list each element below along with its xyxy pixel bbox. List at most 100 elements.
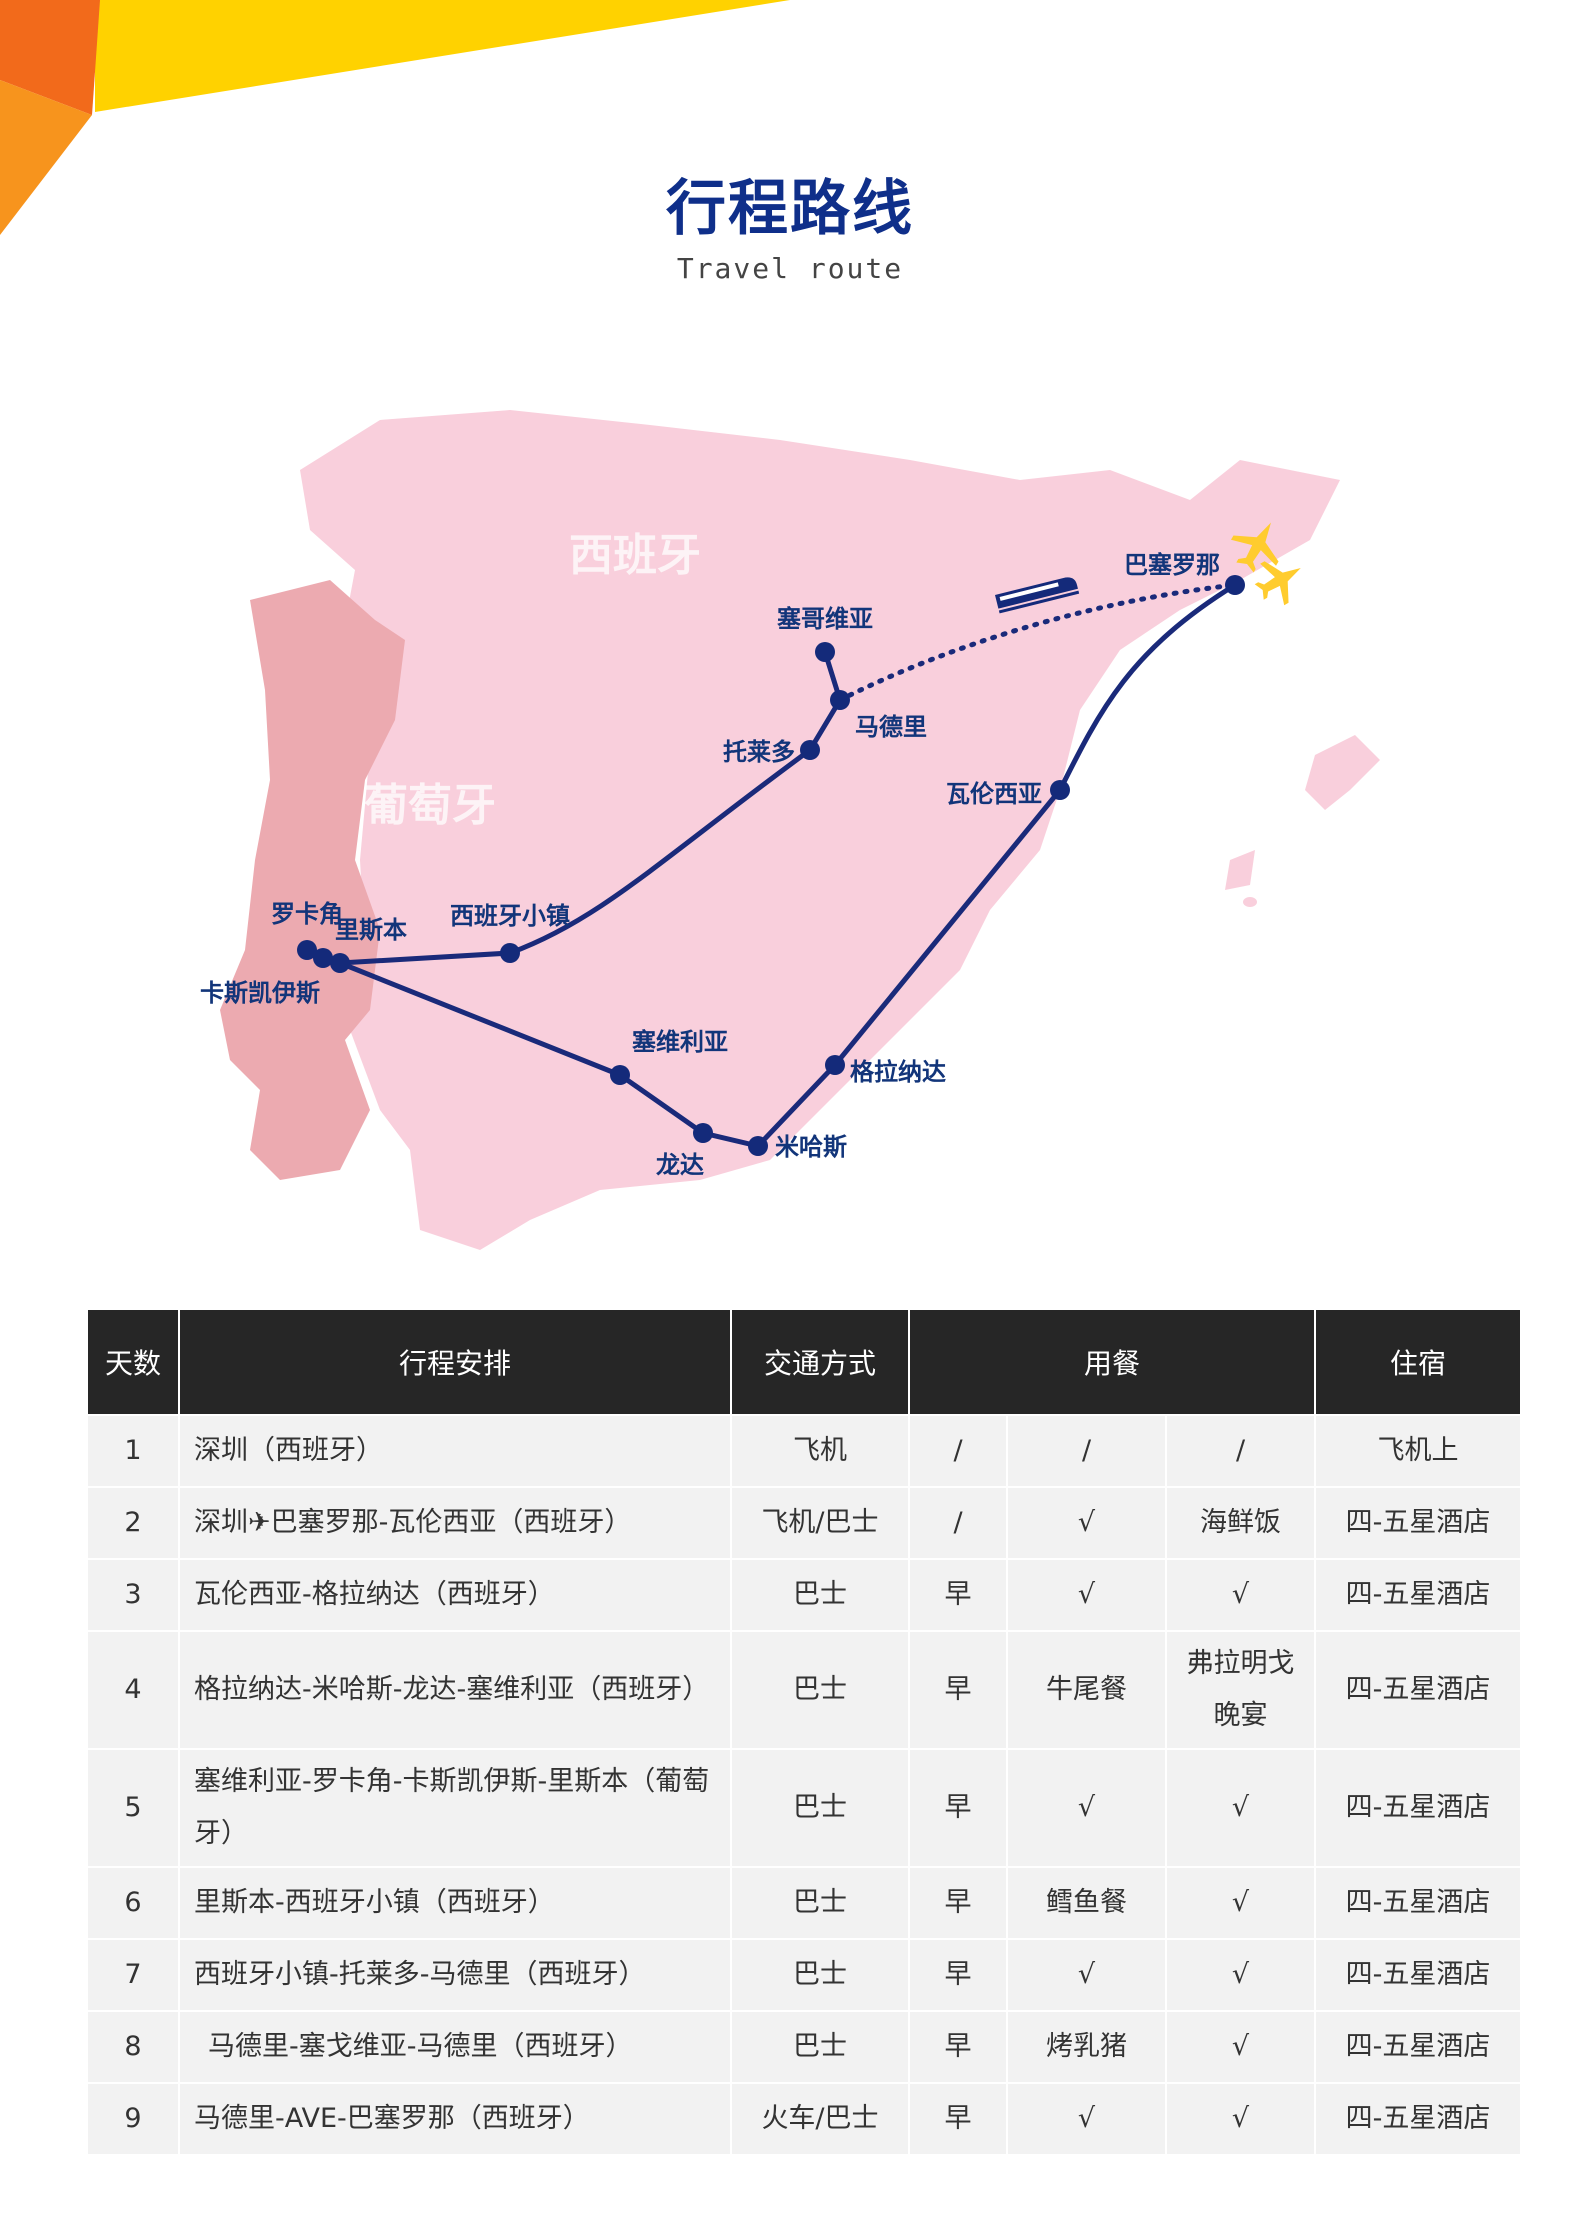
- ibiza-shape: [1225, 850, 1255, 890]
- cell-hotel: 四-五星酒店: [1314, 1938, 1523, 2012]
- city-dot-madrid: [830, 690, 850, 710]
- city-label-valencia: 瓦伦西亚: [946, 780, 1042, 808]
- cell-dinner: /: [1164, 1414, 1317, 1488]
- cell-dinner: √: [1164, 2082, 1317, 2156]
- cell-lunch: √: [1006, 1748, 1167, 1868]
- city-label-cascais: 卡斯凯伊斯: [200, 979, 320, 1007]
- city-dot-barcelona: [1225, 575, 1245, 595]
- cell-lunch: √: [1006, 1486, 1167, 1560]
- cell-breakfast: 早: [908, 2082, 1008, 2156]
- cell-route: 深圳（西班牙）: [178, 1414, 732, 1488]
- cell-transport: 巴士: [730, 1558, 910, 1632]
- cell-route: 马德里-塞戈维亚-马德里（西班牙）: [178, 2010, 732, 2084]
- table-row: 6 里斯本-西班牙小镇（西班牙） 巴士 早 鳕鱼餐 √ 四-五星酒店: [86, 1866, 1523, 1940]
- page-title: 行程路线: [666, 174, 914, 244]
- cell-dinner: 弗拉明戈晚宴: [1164, 1630, 1317, 1750]
- itinerary-table: 天数 行程安排 交通方式 用餐 住宿 1 深圳（西班牙） 飞机 / / / 飞机…: [86, 1308, 1523, 2156]
- city-dot-seville: [610, 1065, 630, 1085]
- cell-transport: 巴士: [730, 1630, 910, 1750]
- city-label-lisbon: 里斯本: [335, 916, 407, 944]
- cell-day: 7: [86, 1938, 180, 2012]
- cell-hotel: 四-五星酒店: [1314, 1558, 1523, 1632]
- city-label-segovia: 塞哥维亚: [777, 605, 873, 633]
- cell-dinner: √: [1164, 1938, 1317, 2012]
- city-label-barcelona: 巴塞罗那: [1124, 551, 1220, 579]
- city-label-village: 西班牙小镇: [450, 902, 570, 930]
- table-row: 5 塞维利亚-罗卡角-卡斯凯伊斯-里斯本（葡萄牙） 巴士 早 √ √ 四-五星酒…: [86, 1748, 1523, 1868]
- cell-lunch: √: [1006, 1938, 1167, 2012]
- city-dot-toledo: [800, 740, 820, 760]
- cell-hotel: 四-五星酒店: [1314, 2010, 1523, 2084]
- cell-lunch: /: [1006, 1414, 1167, 1488]
- orange-triangle: [0, 0, 100, 115]
- yellow-stripe: [95, 0, 790, 112]
- table-row: 8 马德里-塞戈维亚-马德里（西班牙） 巴士 早 烤乳猪 √ 四-五星酒店: [86, 2010, 1523, 2084]
- table-row: 9 马德里-AVE-巴塞罗那（西班牙） 火车/巴士 早 √ √ 四-五星酒店: [86, 2082, 1523, 2156]
- cell-route: 深圳✈巴塞罗那-瓦伦西亚（西班牙）: [178, 1486, 732, 1560]
- cell-breakfast: 早: [908, 1748, 1008, 1868]
- cell-hotel: 四-五星酒店: [1314, 1486, 1523, 1560]
- cell-route: 西班牙小镇-托莱多-马德里（西班牙）: [178, 1938, 732, 2012]
- mallorca-shape: [1305, 735, 1380, 810]
- spain-shape: [300, 410, 1340, 1250]
- plane-icon: [1230, 522, 1279, 573]
- cell-breakfast: /: [908, 1414, 1008, 1488]
- city-dot-ronda: [693, 1123, 713, 1143]
- cell-day: 1: [86, 1414, 180, 1488]
- cell-day: 5: [86, 1748, 180, 1868]
- city-dot-mijas: [748, 1136, 768, 1156]
- city-dot-lisbon: [330, 953, 350, 973]
- table-row: 3 瓦伦西亚-格拉纳达（西班牙） 巴士 早 √ √ 四-五星酒店: [86, 1558, 1523, 1632]
- cell-breakfast: 早: [908, 1866, 1008, 1940]
- city-dot-roca: [297, 940, 317, 960]
- cell-hotel: 四-五星酒店: [1314, 1866, 1523, 1940]
- cell-route: 格拉纳达-米哈斯-龙达-塞维利亚（西班牙）: [178, 1630, 732, 1750]
- page-subtitle: Travel route: [676, 252, 904, 285]
- cell-breakfast: 早: [908, 1558, 1008, 1632]
- cell-day: 2: [86, 1486, 180, 1560]
- city-label-granada: 格拉纳达: [850, 1058, 946, 1086]
- plane-icon-2: [1254, 561, 1301, 606]
- cell-hotel: 飞机上: [1314, 1414, 1523, 1488]
- cell-lunch: 牛尾餐: [1006, 1630, 1167, 1750]
- header-meals: 用餐: [907, 1308, 1317, 1416]
- cell-dinner: √: [1164, 2010, 1317, 2084]
- cell-lunch: √: [1006, 1558, 1167, 1632]
- cell-day: 8: [86, 2010, 180, 2084]
- header-route: 行程安排: [178, 1308, 732, 1416]
- cell-route: 塞维利亚-罗卡角-卡斯凯伊斯-里斯本（葡萄牙）: [178, 1748, 732, 1868]
- city-dot-valencia: [1050, 780, 1070, 800]
- portugal-label: 葡萄牙: [364, 780, 496, 831]
- cell-dinner: 海鲜饭: [1164, 1486, 1317, 1560]
- route-train-dotted: [837, 582, 1238, 703]
- cell-day: 3: [86, 1558, 180, 1632]
- cell-transport: 巴士: [730, 1866, 910, 1940]
- route-line-west: [339, 651, 843, 966]
- cell-breakfast: 早: [908, 1630, 1008, 1750]
- cell-transport: 飞机/巴士: [730, 1486, 910, 1560]
- cell-transport: 巴士: [730, 2010, 910, 2084]
- portugal-shape: [220, 580, 405, 1180]
- cell-route: 瓦伦西亚-格拉纳达（西班牙）: [178, 1558, 732, 1632]
- corner-decoration: [0, 0, 790, 235]
- city-label-seville: 塞维利亚: [632, 1028, 728, 1056]
- cell-day: 6: [86, 1866, 180, 1940]
- cell-route: 里斯本-西班牙小镇（西班牙）: [178, 1866, 732, 1940]
- train-icon: [995, 577, 1080, 614]
- formentera-shape: [1243, 897, 1257, 907]
- header-transport: 交通方式: [730, 1308, 910, 1416]
- table-row: 4 格拉纳达-米哈斯-龙达-塞维利亚（西班牙） 巴士 早 牛尾餐 弗拉明戈晚宴 …: [86, 1630, 1523, 1750]
- cell-breakfast: /: [908, 1486, 1008, 1560]
- header-hotel: 住宿: [1314, 1308, 1523, 1416]
- cell-transport: 巴士: [730, 1748, 910, 1868]
- city-label-ronda: 龙达: [656, 1151, 704, 1179]
- cell-lunch: √: [1006, 2082, 1167, 2156]
- cell-route: 马德里-AVE-巴塞罗那（西班牙）: [178, 2082, 732, 2156]
- cell-transport: 飞机: [730, 1414, 910, 1488]
- cell-hotel: 四-五星酒店: [1314, 1748, 1523, 1868]
- route-map: 西班牙 葡萄牙 巴塞罗那 塞哥维亚 马德里 托莱多 瓦伦西亚 罗卡角 里斯本 卡…: [200, 410, 1380, 1250]
- spain-label: 西班牙: [569, 530, 701, 581]
- amber-triangle: [0, 80, 92, 235]
- cell-lunch: 烤乳猪: [1006, 2010, 1167, 2084]
- city-label-madrid: 马德里: [855, 713, 927, 741]
